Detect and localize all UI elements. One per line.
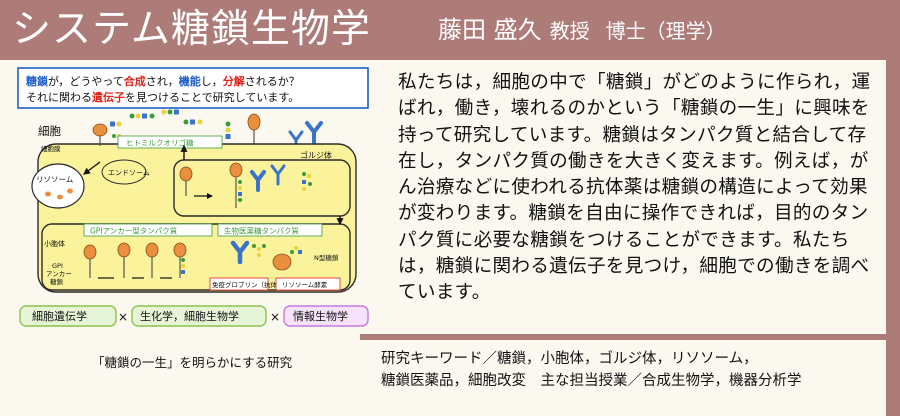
svg-text:細胞遺伝学: 細胞遺伝学 [32,309,87,323]
keywords: 研究キーワード／糖鎖，小胞体，ゴルジ体，リソソーム， 糖鎖医薬品，細胞改変 主な… [381,348,881,392]
golgi-label: ゴルジ体 [300,150,332,160]
field-cell-genetics [19,305,117,327]
research-description: 私たちは，細胞の中で「糖鎖」がどのように作られ，運ばれ，働き，壊れるのかという「… [398,72,871,304]
banner-line-1: 糖鎖が，どうやって合成され，機能し，分解されるか？ [26,74,300,88]
page-title: システム糖鎖生物学 [12,7,371,52]
right-accent-bar [886,60,900,416]
svg-text:情報生物学: 情報生物学 [293,309,348,323]
membrane-proteins [92,123,121,146]
professor-info: 藤田 盛久教授博士（理学） [438,12,726,49]
er-label: 小胞体 [44,239,65,248]
lysosome [31,163,85,209]
er-proteins [83,240,302,279]
field-biochem [131,305,267,327]
gpi-anchor-label-1: GPI [52,262,63,270]
immunoglobulin-label: 免疫グロブリン（抗体） [212,280,284,289]
endosome-label: エンドソーム [108,169,150,177]
membrane-label: 細胞膜 [41,144,61,153]
n-glycan-label: N型糖鎖 [314,253,339,262]
professor-degree: 博士（理学） [605,19,726,43]
professor-rank: 教授 [549,19,590,43]
lysosomal-enzyme-label: リソソーム酵素 [282,280,328,289]
times-1: × [118,310,128,324]
cell-label: 細胞 [38,124,61,138]
golgi [173,159,351,217]
professor-name: 藤田 盛久 [438,16,542,44]
header-bar: システム糖鎖生物学 藤田 盛久教授博士（理学） [0,0,900,60]
golgi-proteins [179,162,312,208]
field-informatics [283,305,369,327]
gpi-protein-label: GPIアンカー型タンパク質 [90,226,178,236]
glycan-decorations-top [110,109,203,127]
biopharma-label: 生物医薬糖タンパク質 [224,226,299,236]
figure-banner [17,67,369,109]
figure-caption: 「糖鎖の一生」を明らかにする研究 [92,355,293,370]
keyword-divider [360,334,886,340]
keywords-line-1: 研究キーワード／糖鎖，小胞体，ゴルジ体，リソソーム， [381,351,758,367]
gpi-anchor-label-2: アンカー [46,270,72,278]
research-figure: 糖鎖が，どうやって合成され，機能し，分解されるか？ それに関わる遺伝子を見つける… [17,67,369,327]
lysosome-label: リソソーム [36,175,73,184]
svg-text:生化学，細胞生物学: 生化学，細胞生物学 [140,309,239,323]
hmo-label: ヒトミルクオリゴ糖 [126,138,194,148]
gpi-anchor-label-3: 糖鎖 [50,277,64,286]
times-2: × [270,310,280,324]
secreted-proteins [225,113,323,152]
banner-line-2: それに関わる遺伝子を見つけることで研究しています。 [26,90,299,104]
keywords-line-2: 糖鎖医薬品，細胞改変 主な担当授業／合成生物学，機器分析学 [381,373,802,389]
